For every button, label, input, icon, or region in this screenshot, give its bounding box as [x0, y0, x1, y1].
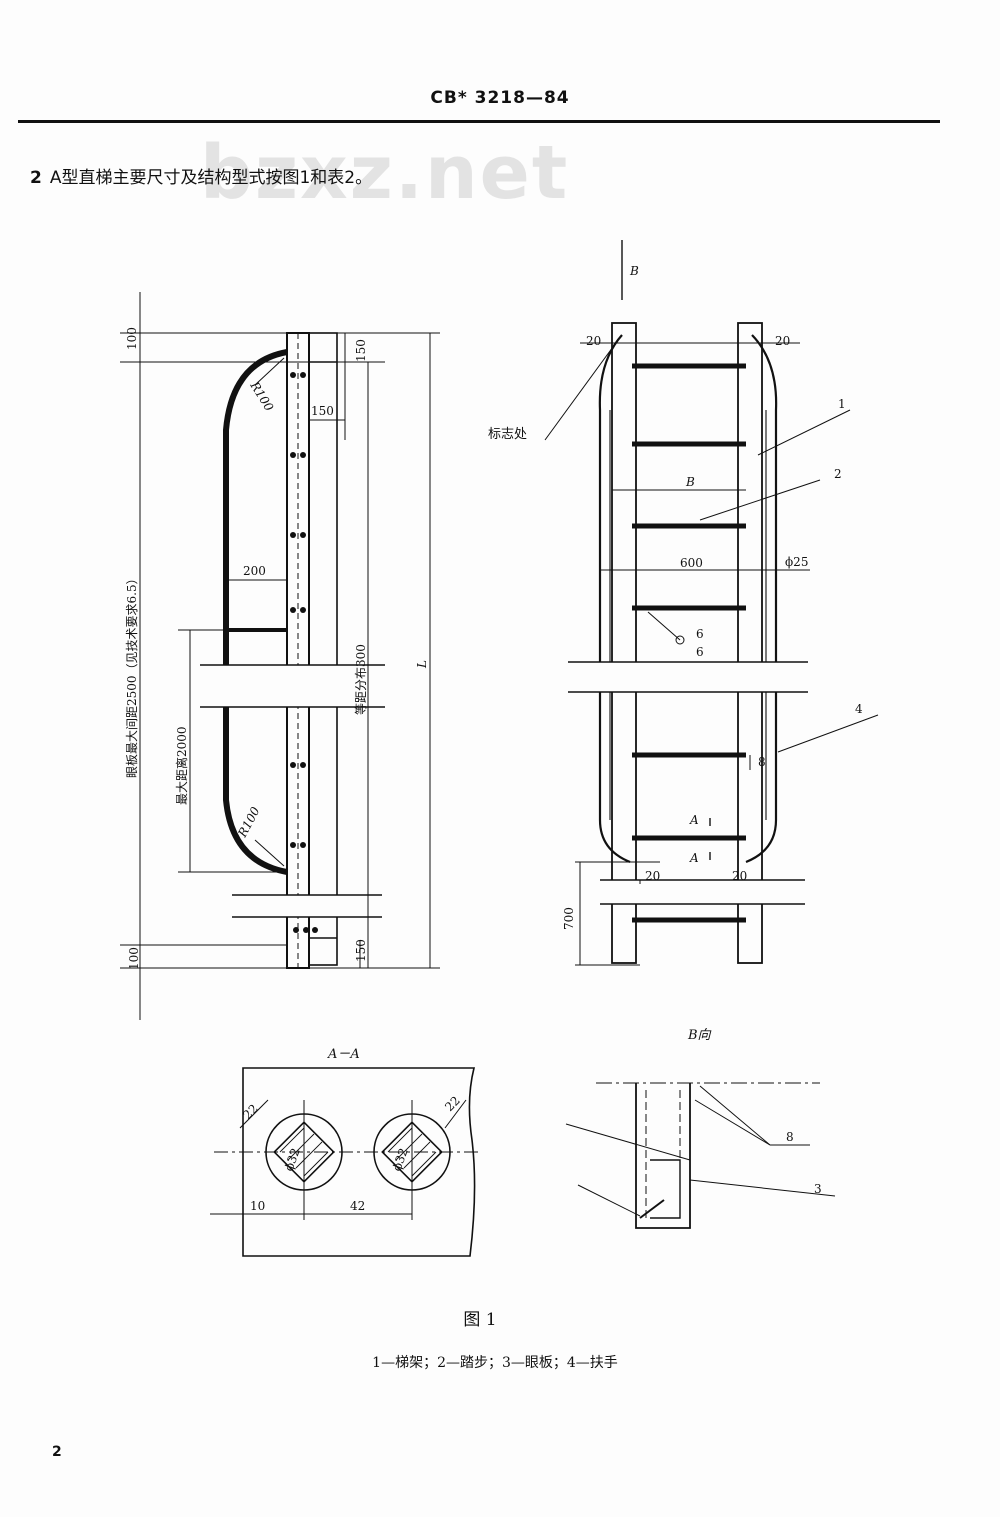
section-aa-title: A－A: [327, 1047, 360, 1062]
callout-4: 4: [855, 702, 863, 716]
dim-edge: 10: [250, 1199, 265, 1213]
dim-rung-width: B: [685, 475, 695, 489]
dim-left-dia: ϕ32: [282, 1146, 303, 1173]
dim-bottom-height: 700: [562, 907, 576, 930]
dim-eye-gap: 150: [311, 404, 334, 418]
section-mark-top: A: [689, 813, 699, 827]
dim-right-size: 22: [442, 1093, 463, 1114]
side-handrail: [223, 349, 288, 875]
page-number: 2: [52, 1444, 62, 1460]
dim-top-step: 150: [354, 339, 368, 362]
dim-radius-bottom: R100: [235, 804, 263, 840]
dim-bottom-step: 150: [354, 939, 368, 962]
intro-paragraph: 2 A型直梯主要尺寸及结构型式按图1和表2。: [30, 163, 372, 188]
front-left-stile: [611, 322, 637, 964]
dim-bottom-left: 20: [645, 869, 660, 883]
dim-radius-top: R100: [247, 378, 277, 414]
view-b-arrow-label: B: [629, 264, 639, 278]
dim-handrail-depth: 200: [243, 564, 266, 578]
side-view: [120, 292, 440, 1020]
dim-rod-dia: ϕ25: [785, 555, 808, 569]
front-right-stile: [737, 322, 763, 964]
view-b-title: B向: [687, 1028, 712, 1043]
view-b-weld: 8: [786, 1130, 794, 1144]
dim-weld-top: 6: [696, 627, 704, 641]
dim-bottom-offset: 100: [127, 947, 141, 970]
dim-pitch: 42: [350, 1199, 365, 1213]
view-b-part: 3: [814, 1182, 822, 1196]
dim-top-offset: 100: [125, 327, 139, 350]
dim-weld-eye: 8: [758, 755, 766, 769]
dim-top-right: 20: [775, 334, 790, 348]
intro-number: 2: [30, 168, 42, 188]
section-aa: [210, 1067, 480, 1257]
dim-max-distance: 最大距离2000: [174, 726, 189, 805]
standard-number: CB* 3218—84: [430, 88, 570, 108]
dim-equal-spacing: 等距分布300: [354, 644, 368, 715]
section-mark-bottom: A: [689, 851, 699, 865]
dim-spacing: 600: [680, 556, 703, 570]
front-view: [544, 240, 879, 966]
figure-legend: 1—梯架；2—踏步；3—眼板；4—扶手: [372, 1355, 618, 1371]
side-eye-plate: [308, 332, 338, 966]
dim-right-dia: ϕ32: [390, 1146, 411, 1173]
header-rule: [18, 120, 940, 123]
figure-caption: 图 1: [463, 1310, 497, 1330]
mark-location-label: 标志处: [488, 427, 527, 442]
callout-1: 1: [838, 397, 846, 411]
dim-top-left: 20: [586, 334, 601, 348]
intro-text: A型直梯主要尺寸及结构型式按图1和表2。: [49, 168, 373, 188]
front-rungs: [632, 363, 746, 923]
dim-weld-bottom: 6: [696, 645, 704, 659]
dim-max-eye-gap: 眼板最大间距2500（见技术要求6.5）: [125, 572, 139, 778]
watermark: bzxz.net: [200, 130, 570, 216]
dim-total-length: L: [415, 660, 429, 669]
view-b: [565, 1082, 836, 1229]
dim-bottom-right: 20: [732, 869, 747, 883]
callout-2: 2: [834, 467, 842, 481]
